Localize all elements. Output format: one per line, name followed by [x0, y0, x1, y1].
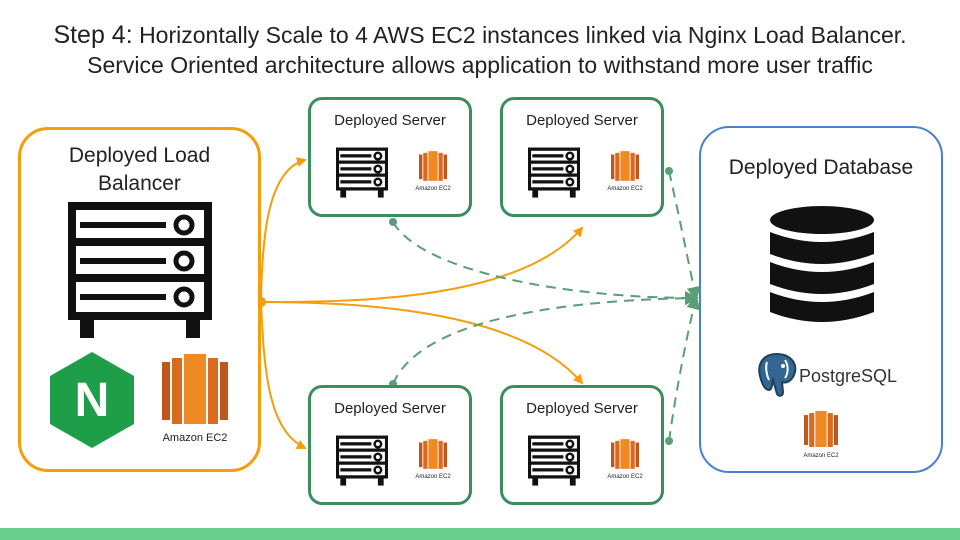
server-label: Deployed Server [334, 112, 446, 129]
server-node-2: Deployed Server Amazon EC2 [500, 97, 664, 217]
ec2-caption: Amazon EC2 [415, 186, 451, 192]
ec2-caption: Amazon EC2 [162, 432, 228, 444]
title-line-2: Service Oriented architecture allows app… [87, 52, 873, 78]
lb-to-server-4 [260, 301, 584, 385]
server-node-4: Deployed Server Amazon EC2 [500, 385, 664, 505]
server-node-1: Deployed Server Amazon EC2 [308, 97, 472, 217]
server-3-to-db [392, 291, 699, 385]
amazon-ec2-icon [611, 439, 639, 469]
server-2-to-db [668, 170, 701, 301]
lb-to-server-3 [260, 301, 307, 449]
lb-to-server-1 [260, 157, 307, 303]
amazon-ec2-icon [611, 151, 639, 181]
amazon-ec2-icon [419, 151, 447, 181]
title-line1-text: Horizontally Scale to 4 AWS EC2 instance… [139, 22, 907, 48]
page-title: Step 4: Horizontally Scale to 4 AWS EC2 … [0, 20, 960, 80]
server-rack-icon [528, 147, 580, 198]
ec2-caption: Amazon EC2 [415, 474, 451, 480]
database-label: Deployed Database [728, 156, 914, 179]
server-rack-icon [336, 147, 388, 198]
amazon-ec2-icon [804, 410, 838, 448]
server-label: Deployed Server [526, 400, 638, 417]
amazon-ec2-icon [419, 439, 447, 469]
lb-to-server-2 [260, 226, 584, 303]
load-balancer-node: Deployed Load Balancer N Amazon EC2 [18, 127, 261, 472]
server-label: Deployed Server [526, 112, 638, 129]
load-balancer-label: Deployed Load Balancer [21, 142, 258, 198]
postgresql-text: PostgreSQL [799, 366, 898, 386]
server-1-to-db [392, 221, 699, 305]
database-node: Deployed Database PostgreSQL Amazon EC2 [699, 126, 943, 473]
footer-bar [0, 528, 960, 540]
ec2-caption: Amazon EC2 [607, 474, 643, 480]
nginx-logo: N [50, 352, 134, 448]
amazon-ec2-icon [162, 354, 228, 424]
svg-text:N: N [75, 374, 110, 427]
server-rack-icon [336, 435, 388, 486]
ec2-caption: Amazon EC2 [607, 186, 643, 192]
server-label: Deployed Server [334, 400, 446, 417]
database-icon [770, 206, 874, 322]
title-step: Step 4: [53, 21, 133, 49]
server-4-to-db [668, 295, 701, 442]
server-rack-icon [528, 435, 580, 486]
load-balancer-label-line1: Deployed Load [68, 144, 211, 167]
postgresql-logo [758, 352, 797, 397]
server-node-3: Deployed Server Amazon EC2 [308, 385, 472, 505]
title-line-1: Step 4: Horizontally Scale to 4 AWS EC2 … [0, 20, 960, 50]
ec2-caption: Amazon EC2 [803, 453, 839, 459]
server-rack-icon [68, 202, 212, 338]
load-balancer-label-line2: Balancer [98, 172, 181, 195]
